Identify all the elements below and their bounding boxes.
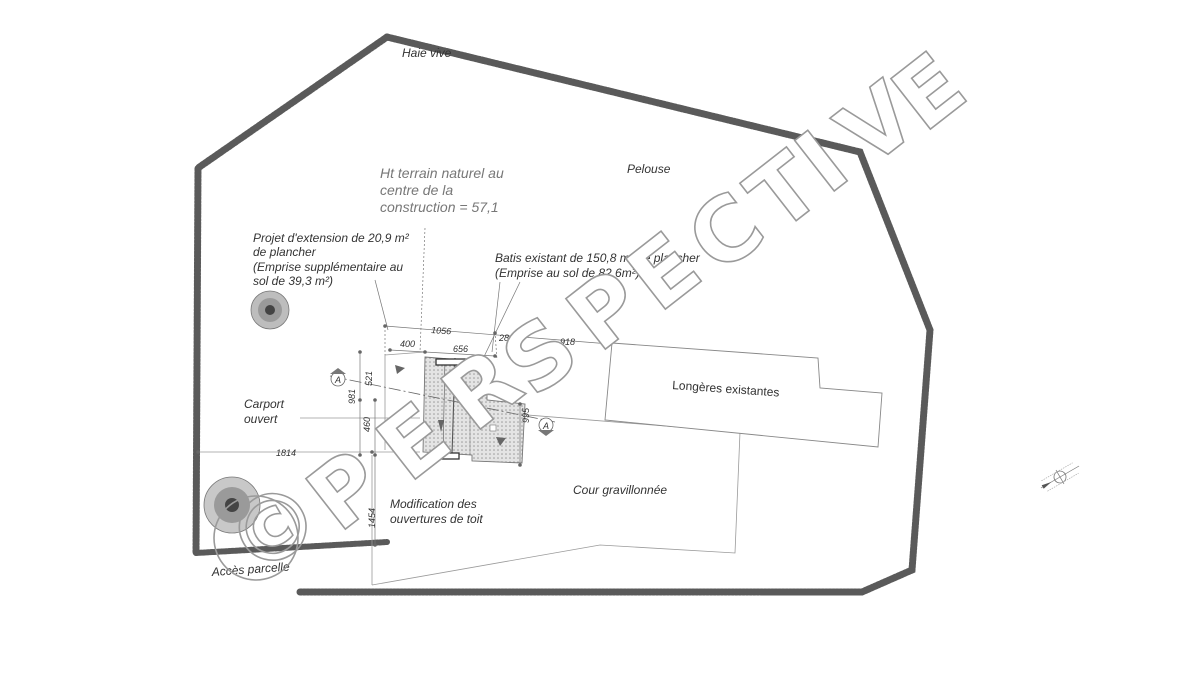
svg-text:construction = 57,1: construction = 57,1 — [380, 199, 499, 215]
svg-text:918: 918 — [560, 337, 575, 347]
label-ht-terrain: Ht terrain naturel au centre de la const… — [380, 165, 504, 215]
label-batis-existant: Batis existant de 150,8 m² de plancher (… — [495, 251, 701, 280]
svg-text:Ht terrain naturel au: Ht terrain naturel au — [380, 165, 504, 181]
svg-text:1814: 1814 — [276, 448, 296, 458]
svg-text:1454: 1454 — [367, 508, 377, 528]
watermark: © P E R S P E C T I V E — [206, 32, 985, 599]
north-arrow-icon — [1040, 462, 1080, 492]
longeres-building — [604, 342, 883, 448]
label-projet-extension: Projet d'extension de 20,9 m² de planche… — [253, 231, 410, 288]
svg-text:995: 995 — [521, 407, 531, 423]
svg-text:400: 400 — [400, 339, 415, 349]
svg-text:sol de 39,3 m²): sol de 39,3 m²) — [253, 274, 333, 288]
svg-text:981: 981 — [347, 389, 357, 404]
section-marker-right: A — [538, 417, 554, 436]
svg-text:656: 656 — [453, 344, 468, 354]
svg-text:ouvert: ouvert — [244, 412, 278, 426]
svg-text:(Emprise au sol de 82,6m²): (Emprise au sol de 82,6m²) — [495, 266, 640, 280]
hedge-boundary — [192, 33, 934, 596]
tree-top — [250, 290, 290, 330]
label-cour: Cour gravillonnée — [573, 483, 667, 497]
svg-text:Projet d'extension de 20,9 m²: Projet d'extension de 20,9 m² — [253, 231, 410, 245]
dimension-ticks — [196, 324, 612, 547]
svg-text:521: 521 — [364, 371, 374, 386]
svg-text:Modification des: Modification des — [390, 497, 477, 511]
dimension-lines — [359, 227, 611, 545]
svg-text:centre de la: centre de la — [380, 182, 453, 198]
annotation-arrows — [390, 365, 506, 446]
svg-text:Batis existant de 150,8 m² de: Batis existant de 150,8 m² de plancher — [495, 251, 701, 265]
svg-text:A: A — [542, 421, 549, 431]
section-marker-left: A — [330, 368, 346, 387]
svg-text:(Emprise supplémentaire au: (Emprise supplémentaire au — [253, 260, 403, 274]
svg-text:Carport: Carport — [244, 397, 285, 411]
svg-text:ouvertures de toit: ouvertures de toit — [390, 512, 483, 526]
dimension-values: 1056 400 656 286 918 521 981 460 995 181… — [276, 325, 575, 528]
svg-text:460: 460 — [362, 417, 372, 432]
watermark-copyright-ring — [213, 495, 299, 581]
section-line: A A — [329, 368, 556, 436]
label-haie-vive: Haie vive — [402, 46, 452, 60]
svg-text:A: A — [334, 375, 341, 385]
svg-text:286: 286 — [498, 333, 514, 343]
label-carport: Carport ouvert — [244, 397, 285, 426]
svg-text:1056: 1056 — [431, 325, 452, 336]
label-modification: Modification des ouvertures de toit — [390, 497, 483, 526]
svg-text:de plancher: de plancher — [253, 245, 317, 259]
label-acces: Accès parcelle — [210, 560, 290, 580]
label-pelouse: Pelouse — [627, 162, 671, 176]
